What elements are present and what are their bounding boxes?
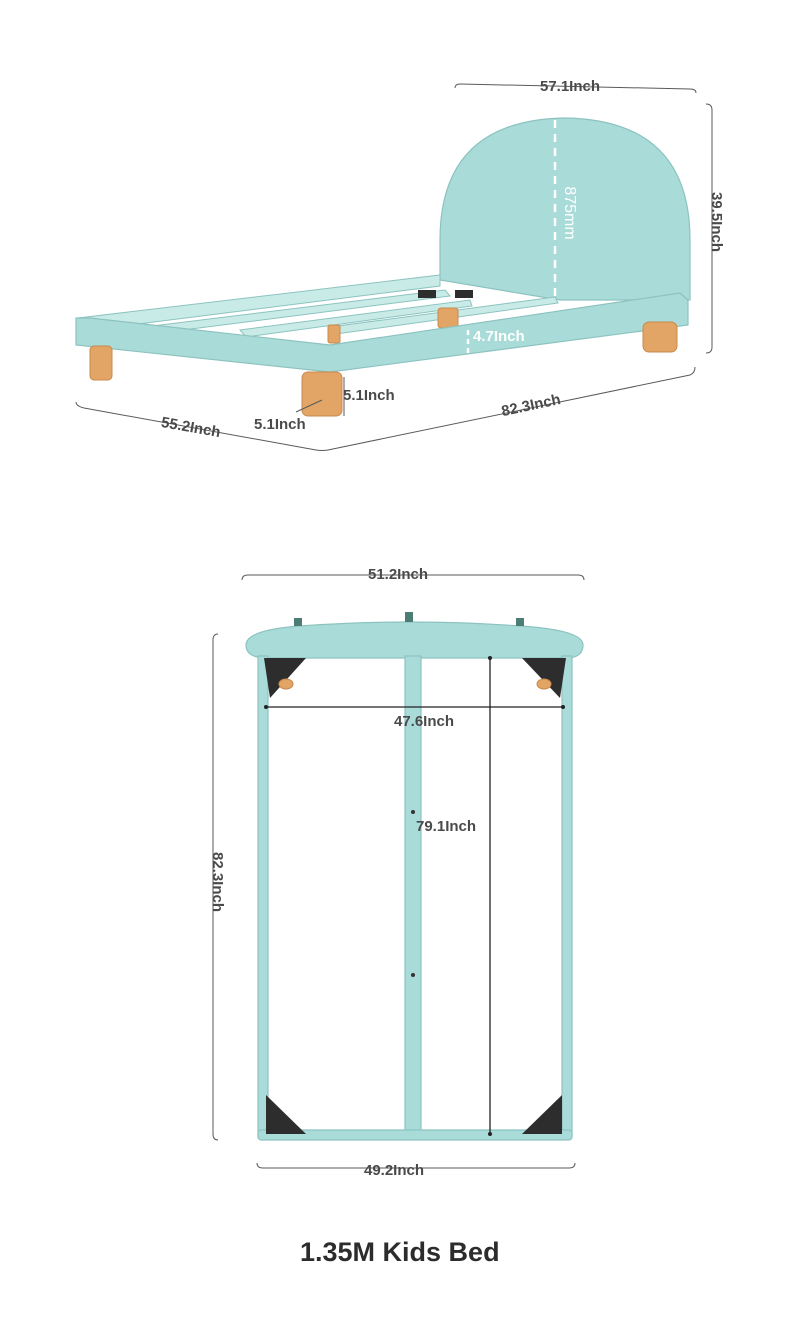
- plan-headboard-width-label: 51.2Inch: [368, 566, 428, 583]
- headboard-height-label: 39.5Inch: [708, 192, 725, 252]
- plan-dimension-lines: [212, 574, 585, 1169]
- right-rail: [561, 655, 573, 1137]
- bracket-icon: [455, 290, 473, 298]
- foot-rail: [257, 1129, 573, 1141]
- leg-back-left: [437, 307, 459, 329]
- front-rail: [75, 292, 689, 373]
- tab-icon: [405, 612, 413, 622]
- bed-plan-view: [245, 612, 584, 1141]
- rail-height-label: 4.7Inch: [473, 328, 525, 345]
- plan-labels: 51.2Inch 47.6Inch 79.1Inch 82.3Inch 49.2…: [209, 566, 476, 1179]
- leg-front-left: [89, 345, 113, 381]
- tab-icon: [516, 618, 524, 626]
- corner-bracket-icon: [522, 1095, 562, 1134]
- corner-bracket-icon: [522, 658, 566, 698]
- overall-width-label: 55.2Inch: [160, 414, 222, 441]
- left-rail: [257, 655, 269, 1137]
- overall-length-label: 82.3Inch: [500, 391, 562, 420]
- leg-front-mid: [301, 371, 343, 417]
- headboard-width-label: 57.1Inch: [540, 78, 600, 95]
- bed-perspective-view: [75, 117, 691, 417]
- leg-height-label: 5.1Inch: [343, 387, 395, 404]
- plan-inner-length-label: 79.1Inch: [416, 818, 476, 835]
- plan-overall-length-label: 82.3Inch: [209, 852, 226, 912]
- corner-bracket-icon: [264, 658, 306, 698]
- slat: [239, 299, 473, 338]
- bracket-icon: [418, 290, 436, 298]
- product-title: 1.35M Kids Bed: [300, 1237, 500, 1267]
- leg-front-right: [642, 321, 678, 353]
- headboard-top: [245, 621, 584, 659]
- headboard-inner-label: 875mm: [561, 186, 578, 239]
- corner-bracket-icon: [266, 1095, 306, 1134]
- leg-width-label: 5.1Inch: [254, 416, 306, 433]
- leg-back-mid: [327, 324, 341, 344]
- headboard: [439, 117, 691, 301]
- tab-icon: [294, 618, 302, 626]
- plan-foot-width-label: 49.2Inch: [364, 1162, 424, 1179]
- plan-inner-width-label: 47.6Inch: [394, 713, 454, 730]
- perspective-dimension-lines: [75, 83, 713, 451]
